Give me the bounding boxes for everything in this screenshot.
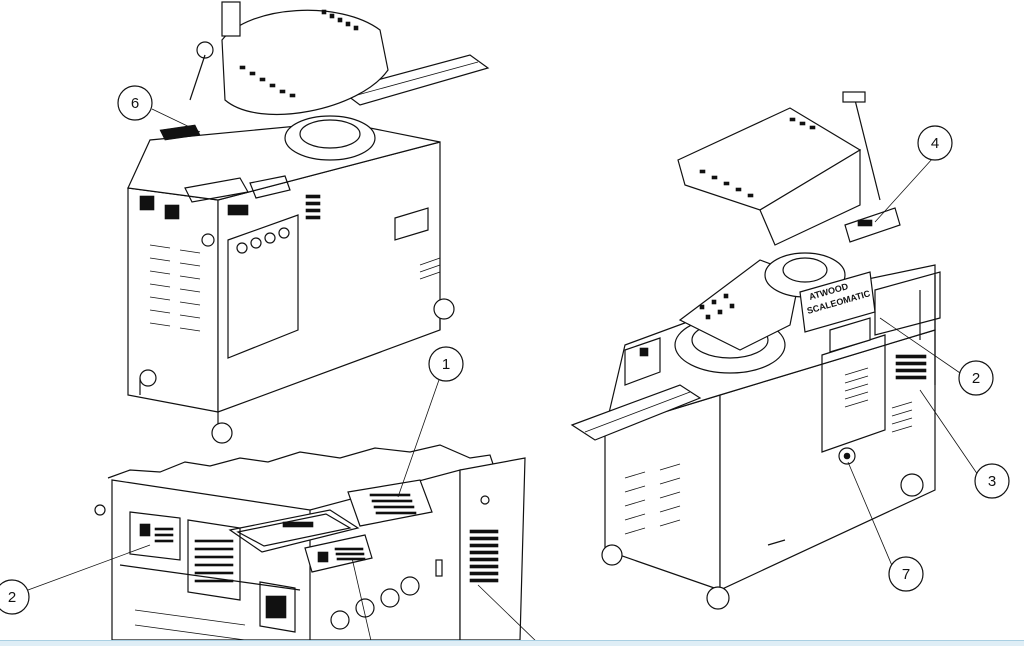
leader-lines (27, 108, 979, 645)
callout-4: 4 (917, 125, 953, 161)
callout-7: 7 (888, 556, 924, 592)
callout-7-label: 7 (902, 566, 910, 583)
callout-4-label: 4 (931, 135, 939, 152)
brand-plate: ATWOOD SCALEOMATIC (799, 271, 876, 333)
callout-6-label: 6 (131, 95, 139, 112)
callout-2-right-label: 2 (972, 370, 980, 387)
callout-1: 1 (428, 346, 464, 382)
machine-right: ATWOOD SCALEOMATIC (570, 91, 941, 610)
callout-3: 3 (974, 463, 1010, 499)
callout-2-left-label: 2 (8, 589, 16, 606)
window-bottom-edge (0, 640, 1024, 646)
callout-3-label: 3 (988, 473, 996, 490)
callout-1-label: 1 (442, 356, 450, 373)
detail-view (94, 444, 526, 641)
callout-6: 6 (117, 85, 153, 121)
machine-top-left (127, 1, 490, 444)
callout-2-right: 2 (958, 360, 994, 396)
callout-2-left: 2 (0, 579, 30, 615)
